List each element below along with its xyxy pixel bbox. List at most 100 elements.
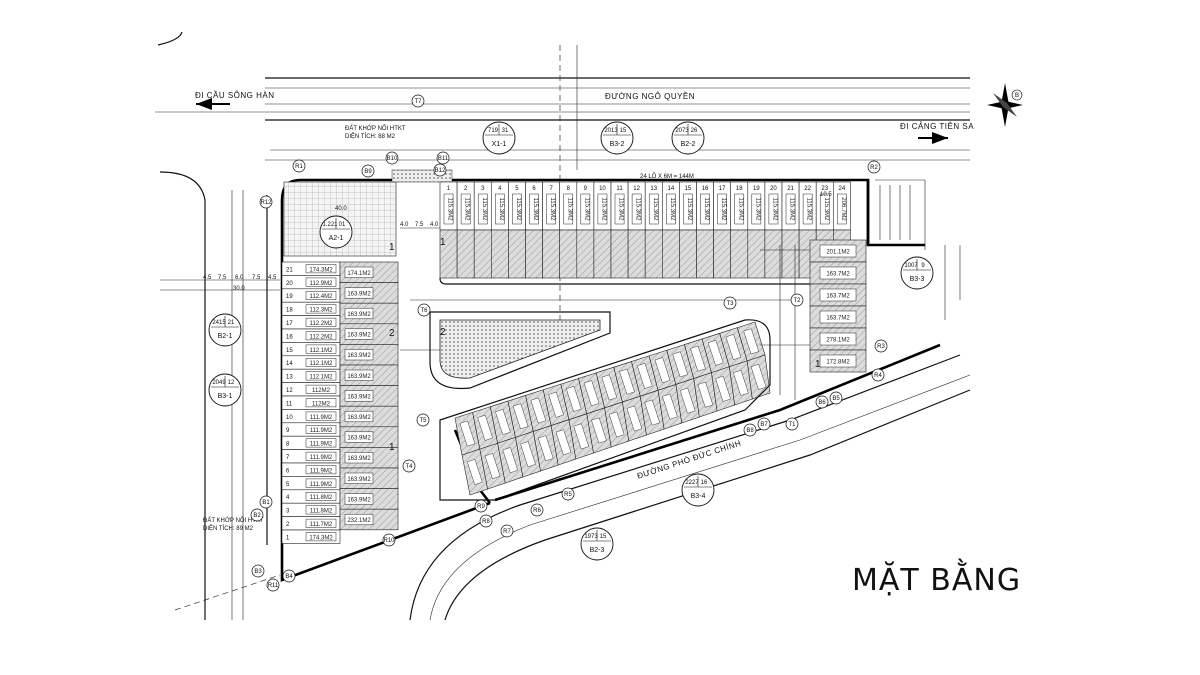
lot-label-box bbox=[717, 193, 727, 225]
lot-number: 19 bbox=[286, 294, 293, 300]
point-t2: T2 bbox=[790, 293, 804, 307]
lot-area: 115.3M2 bbox=[823, 198, 829, 222]
note-top-green-2: DIỆN TÍCH: 88 M2 bbox=[345, 132, 396, 140]
lot-area: 112.2M2 bbox=[310, 321, 334, 327]
point-b2: B2 bbox=[250, 508, 264, 522]
lot-label-box bbox=[751, 193, 762, 225]
lot-label-box bbox=[305, 371, 337, 381]
lot-label-box bbox=[305, 532, 337, 542]
lot-number: 18 bbox=[286, 308, 293, 314]
lot-label-box bbox=[305, 505, 337, 515]
lot-area: 163.9M2 bbox=[347, 353, 371, 359]
lot-area: 115.3M2 bbox=[583, 198, 589, 222]
lot-label-box bbox=[305, 358, 337, 367]
lot-cell-rear bbox=[473, 229, 492, 279]
top-block-curb bbox=[439, 277, 851, 285]
lot-number: 6 bbox=[532, 186, 536, 192]
lot-label-box bbox=[305, 465, 337, 475]
lot-number: 5 bbox=[515, 186, 519, 192]
point-label: B6 bbox=[818, 400, 826, 406]
central-green-area bbox=[439, 319, 601, 379]
point-b8: B8 bbox=[743, 423, 757, 437]
point-label: T1 bbox=[788, 422, 796, 428]
point-r11: R11 bbox=[266, 578, 280, 592]
lot-area: 174.1M2 bbox=[347, 271, 371, 277]
point-label: B2 bbox=[253, 513, 261, 519]
lot-label-box bbox=[573, 423, 589, 450]
lot-area: 163.9M2 bbox=[347, 291, 371, 297]
point-b7: B7 bbox=[757, 417, 771, 431]
lot-label-box bbox=[344, 472, 374, 484]
point-label: B1 bbox=[262, 500, 270, 506]
block-area: 2073 bbox=[675, 128, 689, 134]
point-t6: T6 bbox=[417, 303, 431, 317]
lot-area: 111.9M2 bbox=[310, 455, 333, 461]
dim-text: 30.0 bbox=[233, 286, 245, 292]
lot-label-box bbox=[459, 420, 476, 447]
lot-number: 1 bbox=[447, 186, 451, 192]
block-floors: 01 bbox=[339, 222, 346, 228]
drawing-title: MẶT BẰNG bbox=[852, 558, 1021, 598]
lot-area: 112M2 bbox=[312, 388, 331, 394]
lot-label-box bbox=[502, 447, 519, 474]
lot-area: 111.7M2 bbox=[310, 522, 333, 528]
lot-area: 163.9M2 bbox=[347, 456, 371, 462]
lot-label-box bbox=[305, 304, 337, 314]
lot-label-box bbox=[305, 451, 337, 461]
lot-label-box bbox=[305, 317, 337, 327]
lot-label-box bbox=[477, 414, 493, 441]
road-west bbox=[159, 171, 281, 620]
lot-area: 111.9M2 bbox=[310, 482, 333, 488]
lot-label-box bbox=[644, 399, 660, 426]
point-label: B4 bbox=[285, 574, 293, 580]
lot-area: 112.1M2 bbox=[310, 348, 334, 354]
point-r8: R8 bbox=[479, 514, 493, 528]
point-label: R11 bbox=[268, 583, 279, 589]
lot-number: 21 bbox=[286, 267, 293, 273]
top-lot-row: 1115.3M22115.3M23115.3M24115.3M25115.3M2… bbox=[439, 181, 851, 285]
lot-cell-rear bbox=[576, 229, 595, 279]
lot-label-box bbox=[715, 375, 731, 402]
lot-label-box bbox=[648, 193, 659, 225]
lot-number: 19 bbox=[753, 186, 760, 192]
point-r4: R4 bbox=[871, 368, 885, 382]
lot-number: 16 bbox=[702, 186, 709, 192]
lot-label-box bbox=[819, 332, 857, 346]
lot-label-box bbox=[697, 381, 714, 408]
point-label: T5 bbox=[419, 418, 427, 424]
point-label: R8 bbox=[482, 519, 490, 525]
lot-label-box bbox=[555, 429, 572, 456]
block-code: B3-3 bbox=[910, 276, 925, 283]
block-area: 1973 bbox=[584, 534, 598, 540]
lot-area: 163.7M2 bbox=[826, 316, 850, 322]
lot-label-box bbox=[344, 287, 374, 299]
point-label: T6 bbox=[420, 308, 428, 314]
lot-label-box bbox=[725, 334, 742, 360]
lot-label-box bbox=[583, 380, 600, 407]
section-mark: 1 bbox=[389, 442, 395, 453]
lot-label-box bbox=[529, 193, 539, 225]
point-label: T3 bbox=[726, 301, 734, 307]
lot-cell-rear bbox=[713, 229, 731, 279]
point-r7: R7 bbox=[500, 524, 514, 538]
lot-cell-rear bbox=[508, 229, 526, 279]
point-label: R7 bbox=[503, 529, 511, 535]
lot-cell-rear bbox=[490, 229, 509, 279]
lot-area: 115.3M2 bbox=[686, 198, 692, 222]
road-pho-duc-chinh bbox=[409, 245, 971, 621]
lot-area: 163.9M2 bbox=[347, 477, 371, 483]
section-marks: 1 2 1 2 1 1 bbox=[389, 237, 821, 453]
lot-label-box bbox=[802, 193, 813, 225]
lot-number: 15 bbox=[286, 348, 293, 354]
lot-number: 3 bbox=[286, 509, 290, 515]
dim-text: 4.5 bbox=[203, 275, 212, 281]
lot-label-box bbox=[619, 368, 635, 395]
block-floors: 15 bbox=[620, 128, 627, 134]
lot-area: 174.3M2 bbox=[309, 267, 333, 273]
lot-area: 206.7M2 bbox=[840, 197, 846, 221]
